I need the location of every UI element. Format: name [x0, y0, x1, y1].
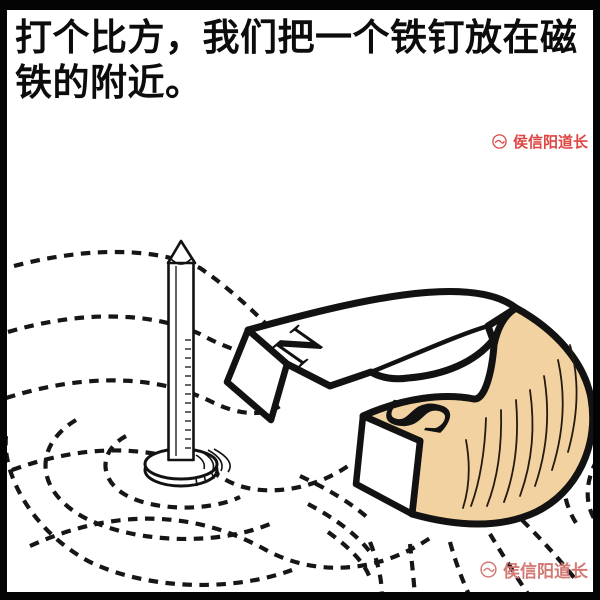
caption-text: 打个比方，我们把一个铁钉放在磁铁的附近。	[15, 16, 578, 105]
field-line	[103, 434, 241, 510]
nail-shaft	[167, 260, 195, 462]
field-line	[488, 532, 530, 596]
field-line	[520, 518, 578, 582]
nail-shaft-ticks	[185, 339, 191, 449]
watermark-logo-icon	[479, 560, 498, 579]
iron-nail	[143, 239, 231, 488]
field-line	[299, 474, 370, 520]
nail-tip	[166, 239, 197, 265]
watermark-top: 侯信阳道长	[491, 131, 588, 152]
nail-tip-facet	[170, 258, 192, 265]
field-line	[307, 502, 372, 554]
magnet-inner-edge	[368, 323, 491, 375]
nail-head-hatching	[195, 448, 231, 473]
nail-rim-hatching	[195, 466, 220, 487]
watermark-logo-icon	[491, 133, 508, 150]
field-line	[585, 458, 599, 522]
field-line	[368, 541, 385, 598]
magnet-north-arm	[244, 288, 520, 390]
field-line	[447, 541, 472, 598]
wood-grain-lines	[462, 344, 578, 509]
watermark-text: 侯信阳道长	[503, 562, 588, 582]
field-line	[3, 435, 293, 588]
north-pole-face	[223, 326, 291, 424]
watermark-text: 侯信阳道长	[512, 133, 588, 151]
magnet-south-arm	[359, 304, 597, 528]
field-line	[326, 530, 372, 579]
field-line	[407, 543, 418, 598]
watermark-bottom: 侯信阳道长	[479, 557, 588, 582]
horseshoe-magnet: N S	[223, 288, 597, 528]
south-pole-face	[352, 412, 424, 518]
field-line	[43, 418, 271, 542]
